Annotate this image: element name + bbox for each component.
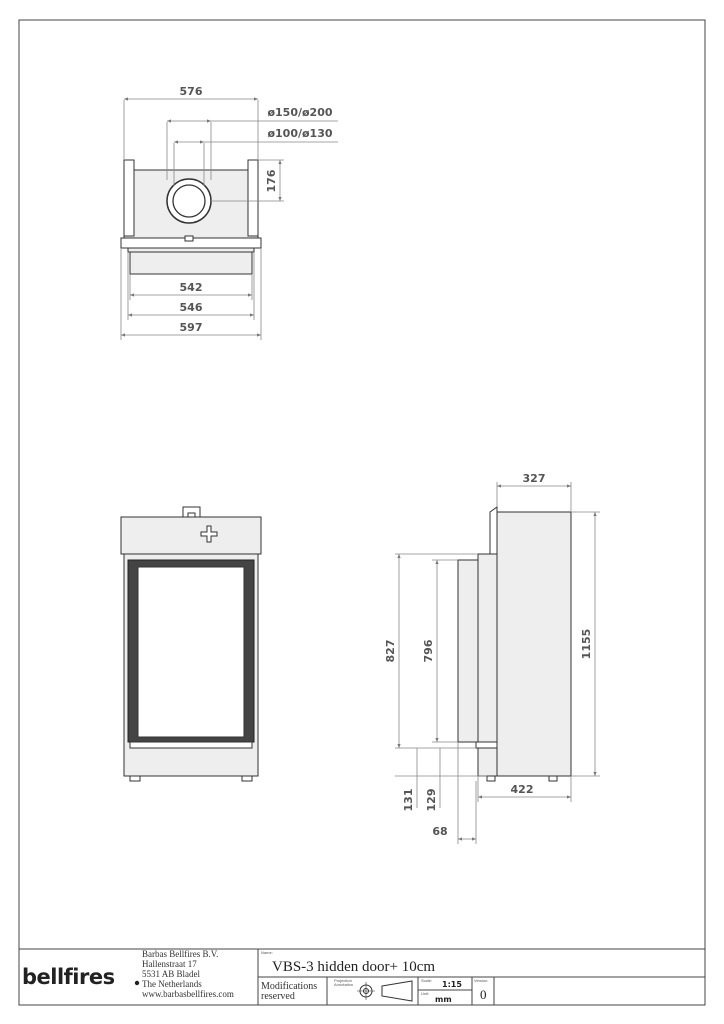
flue-inner-circle	[172, 184, 206, 218]
glass-panel	[137, 566, 245, 738]
projection-label-2: Annotation	[334, 982, 353, 987]
dim-depth-422: 422	[511, 783, 534, 796]
scale-value: 1:15	[442, 980, 462, 989]
dim-height-796: 796	[422, 639, 435, 662]
dim-width-597: 597	[180, 321, 203, 334]
version-value: 0	[480, 987, 487, 1002]
modifications-line-2: reserved	[261, 991, 295, 1002]
unit-value: mm	[435, 995, 452, 1004]
front-top-section	[120, 516, 262, 555]
dim-height-129: 129	[425, 789, 438, 812]
side-view: 327 827 796 1155 131 129 422 68	[384, 472, 600, 844]
dim-width-576: 576	[180, 85, 203, 98]
company-street: Hallenstraat 17	[142, 959, 197, 969]
dim-width-546: 546	[180, 301, 203, 314]
version-label: Version:	[474, 978, 488, 983]
drawing-title: VBS-3 hidden door+ 10cm	[272, 959, 435, 975]
top-view: 576 ø150/ø200 ø100/ø130 176 542 546 597	[120, 85, 338, 340]
side-body	[496, 511, 572, 777]
brand-logo: bellfires	[22, 965, 115, 989]
projection-label-1: Projection	[334, 978, 352, 983]
name-label: Name:	[261, 950, 273, 955]
company-name: Barbas Bellfires B.V.	[142, 949, 218, 959]
dim-depth-176: 176	[265, 169, 278, 192]
projection-symbol-icon	[357, 980, 413, 1002]
unit-label: Unit:	[421, 991, 429, 996]
dim-depth-327: 327	[523, 472, 546, 485]
title-block: bellfires Barbas Bellfires B.V. Hallenst…	[19, 948, 705, 1005]
dim-height-827: 827	[384, 640, 397, 663]
company-country: The Netherlands	[142, 979, 202, 989]
front-view	[120, 506, 262, 782]
dim-flue-outer: ø150/ø200	[267, 106, 332, 119]
cross-icon	[200, 525, 218, 543]
dim-height-131: 131	[402, 789, 415, 812]
company-postcode: 5531 AB Bladel	[142, 969, 200, 979]
dim-depth-68: 68	[432, 825, 447, 838]
dim-flue-inner: ø100/ø130	[267, 127, 332, 140]
dim-width-542: 542	[180, 281, 203, 294]
company-website: www.barbasbellfires.com	[142, 989, 234, 999]
scale-label: Scale:	[421, 978, 432, 983]
dim-height-1155: 1155	[580, 629, 593, 660]
sheet-border	[18, 19, 706, 1006]
modifications-line-1: Modifications	[261, 981, 317, 992]
brand-logo-dot	[134, 980, 140, 986]
